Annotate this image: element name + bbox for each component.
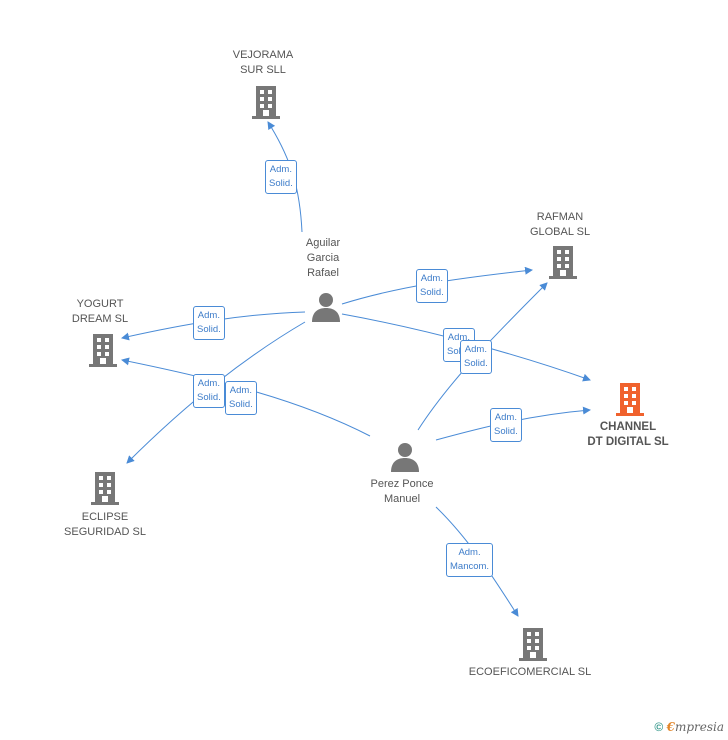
company-label-eclipse: ECLIPSE SEGURIDAD SL [64,511,146,538]
relation-badge[interactable]: Adm. Mancom. [446,543,494,577]
copyright-brand: © €mpresia [654,720,724,734]
relation-badge[interactable]: Adm. Solid. [193,306,225,340]
person-icon[interactable] [389,441,421,478]
building-icon[interactable] [547,244,579,285]
copyright-symbol: © [654,720,664,734]
relation-badge[interactable]: Adm. Solid. [193,374,225,408]
relation-badge[interactable]: Adm. Solid. [490,408,522,442]
building-icon[interactable] [87,332,119,373]
company-label-channel: CHANNEL DT DIGITAL SL [587,421,669,448]
company-label-ecoefi: ECOEFICOMERCIAL SL [468,666,592,678]
person-icon[interactable] [310,291,342,328]
relation-badge[interactable]: Adm. Solid. [460,340,492,374]
building-icon[interactable] [614,381,646,422]
building-icon[interactable] [89,470,121,511]
building-icon[interactable] [517,626,549,667]
company-label-yogurt: YOGURT DREAM SL [71,298,129,325]
brand-initial: € [666,720,675,734]
person-label-perez: Perez Ponce Manuel [370,478,434,505]
person-label-aguilar: Aguilar Garcia Rafael [305,237,341,279]
relation-badge[interactable]: Adm. Solid. [225,381,257,415]
relation-badge[interactable]: Adm. Solid. [416,269,448,303]
building-icon[interactable] [250,84,282,125]
company-label-vejorama: VEJORAMA SUR SLL [232,49,294,76]
company-label-rafman: RAFMAN GLOBAL SL [529,211,591,238]
brand-name: mpresia [674,720,724,734]
relation-badge[interactable]: Adm. Solid. [265,160,297,194]
